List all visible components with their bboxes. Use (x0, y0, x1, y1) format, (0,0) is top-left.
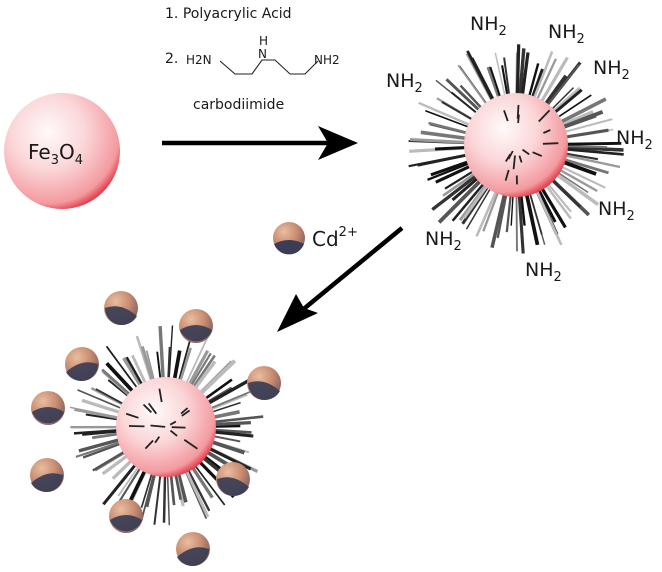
surface-chain-mark (516, 104, 520, 119)
bound-cd-ion (109, 499, 143, 533)
functionalized-core (464, 93, 568, 197)
surface-chain-mark (169, 420, 177, 426)
surface-chain-mark (512, 155, 516, 170)
surface-chain-mark (504, 169, 510, 181)
bound-cd-ion (31, 391, 65, 425)
amine-group-4: NH2 (386, 70, 423, 96)
bound-cd-ion (176, 532, 210, 567)
polymer-chain (550, 168, 600, 207)
carbodiimide-label: carbodiimide (193, 97, 284, 113)
surface-chain-mark (180, 407, 189, 415)
polymer-chain (435, 163, 475, 184)
surface-chain-mark (518, 155, 523, 163)
amine-group-7: NH2 (425, 228, 462, 254)
polymer-chain (505, 191, 513, 233)
loaded-core (116, 377, 216, 477)
diethylenetriamine-structure: H2N H N NH2 (186, 34, 340, 75)
inner-chain-marks-loaded (125, 388, 198, 450)
amine-group-1: NH2 (470, 13, 507, 39)
bound-cd-ion (30, 458, 64, 493)
bare-nanoparticle: Fe3O4 (4, 93, 120, 209)
surface-chain-mark (181, 409, 191, 417)
polymer-chain (534, 58, 557, 104)
fe3o4-label: Fe3O4 (28, 140, 83, 168)
cadmium-ion: Cd2+ (273, 222, 358, 255)
amine-functionalized-nanoparticle: NH2 NH2 NH2 NH2 NH2 NH2 NH2 NH2 (386, 13, 653, 285)
polymer-chain (482, 186, 501, 232)
step-1-label: 1. Polyacrylic Acid (165, 6, 292, 22)
surface-chain-mark (538, 109, 551, 123)
polymer-chain (549, 86, 581, 116)
amine-center-h: H (259, 34, 268, 48)
surface-chain-mark (532, 151, 543, 157)
polymer-chain (184, 463, 211, 512)
polymer-chain (535, 185, 557, 223)
reaction-arrow-2 (277, 226, 404, 332)
bound-cadmium-ions (30, 291, 281, 567)
reaction-conditions: 1. Polyacrylic Acid 2. H2N H N NH2 carbo… (165, 6, 340, 113)
surface-chain-mark (144, 439, 154, 450)
polymer-chain (77, 389, 126, 411)
polymer-chain (101, 368, 134, 399)
amine-group-8: NH2 (525, 259, 562, 285)
surface-chain-mark (125, 412, 139, 419)
amine-group-2: NH2 (548, 21, 585, 47)
cd-ion-label: Cd2+ (312, 225, 358, 251)
polymer-chain (437, 175, 486, 224)
surface-chain-mark (158, 388, 163, 403)
step-2-number: 2. (165, 51, 178, 67)
surface-chain-mark (521, 148, 530, 156)
amine-right-label: NH2 (314, 53, 340, 67)
polymer-chain (457, 64, 491, 109)
polymer-chain (553, 97, 607, 127)
surface-chain-mark (154, 436, 161, 444)
surface-chain-mark (142, 403, 153, 414)
polymer-chain (418, 101, 479, 130)
bound-cd-ion (247, 366, 281, 401)
reaction-arrow-1 (162, 126, 358, 160)
surface-chain-mark (503, 110, 509, 122)
surface-chain-mark (543, 129, 551, 134)
polymer-chain (543, 179, 572, 213)
amine-group-3: NH2 (593, 57, 630, 83)
polymer-chain (430, 158, 473, 177)
cadmium-loaded-nanoparticle (30, 291, 281, 567)
amine-center-n: N (258, 47, 267, 61)
amine-left-label: H2N (186, 53, 212, 67)
surface-chain-mark (183, 438, 198, 450)
surface-chain-mark (542, 142, 559, 145)
polymer-chain (185, 349, 210, 390)
polymer-chain (496, 188, 509, 239)
polymer-chain (82, 441, 125, 459)
amine-group-5: NH2 (616, 127, 653, 153)
surface-chain-mark (147, 402, 158, 415)
bound-cd-ion (104, 291, 138, 325)
fe3o4-sphere (4, 93, 120, 209)
surface-chain-mark (150, 424, 166, 428)
polymer-chain (517, 186, 525, 254)
bound-cd-ion (65, 347, 99, 381)
amine-group-6: NH2 (598, 198, 635, 224)
inner-chain-marks (503, 104, 559, 185)
surface-chain-mark (169, 429, 178, 437)
amine-groups: NH2 NH2 NH2 NH2 NH2 NH2 NH2 NH2 (386, 13, 653, 285)
cd-ion-sphere (273, 222, 305, 255)
bound-cd-ion (216, 462, 250, 496)
bound-cd-ion (179, 309, 213, 343)
polymer-chain (427, 160, 476, 181)
surface-chain-mark (507, 150, 514, 160)
